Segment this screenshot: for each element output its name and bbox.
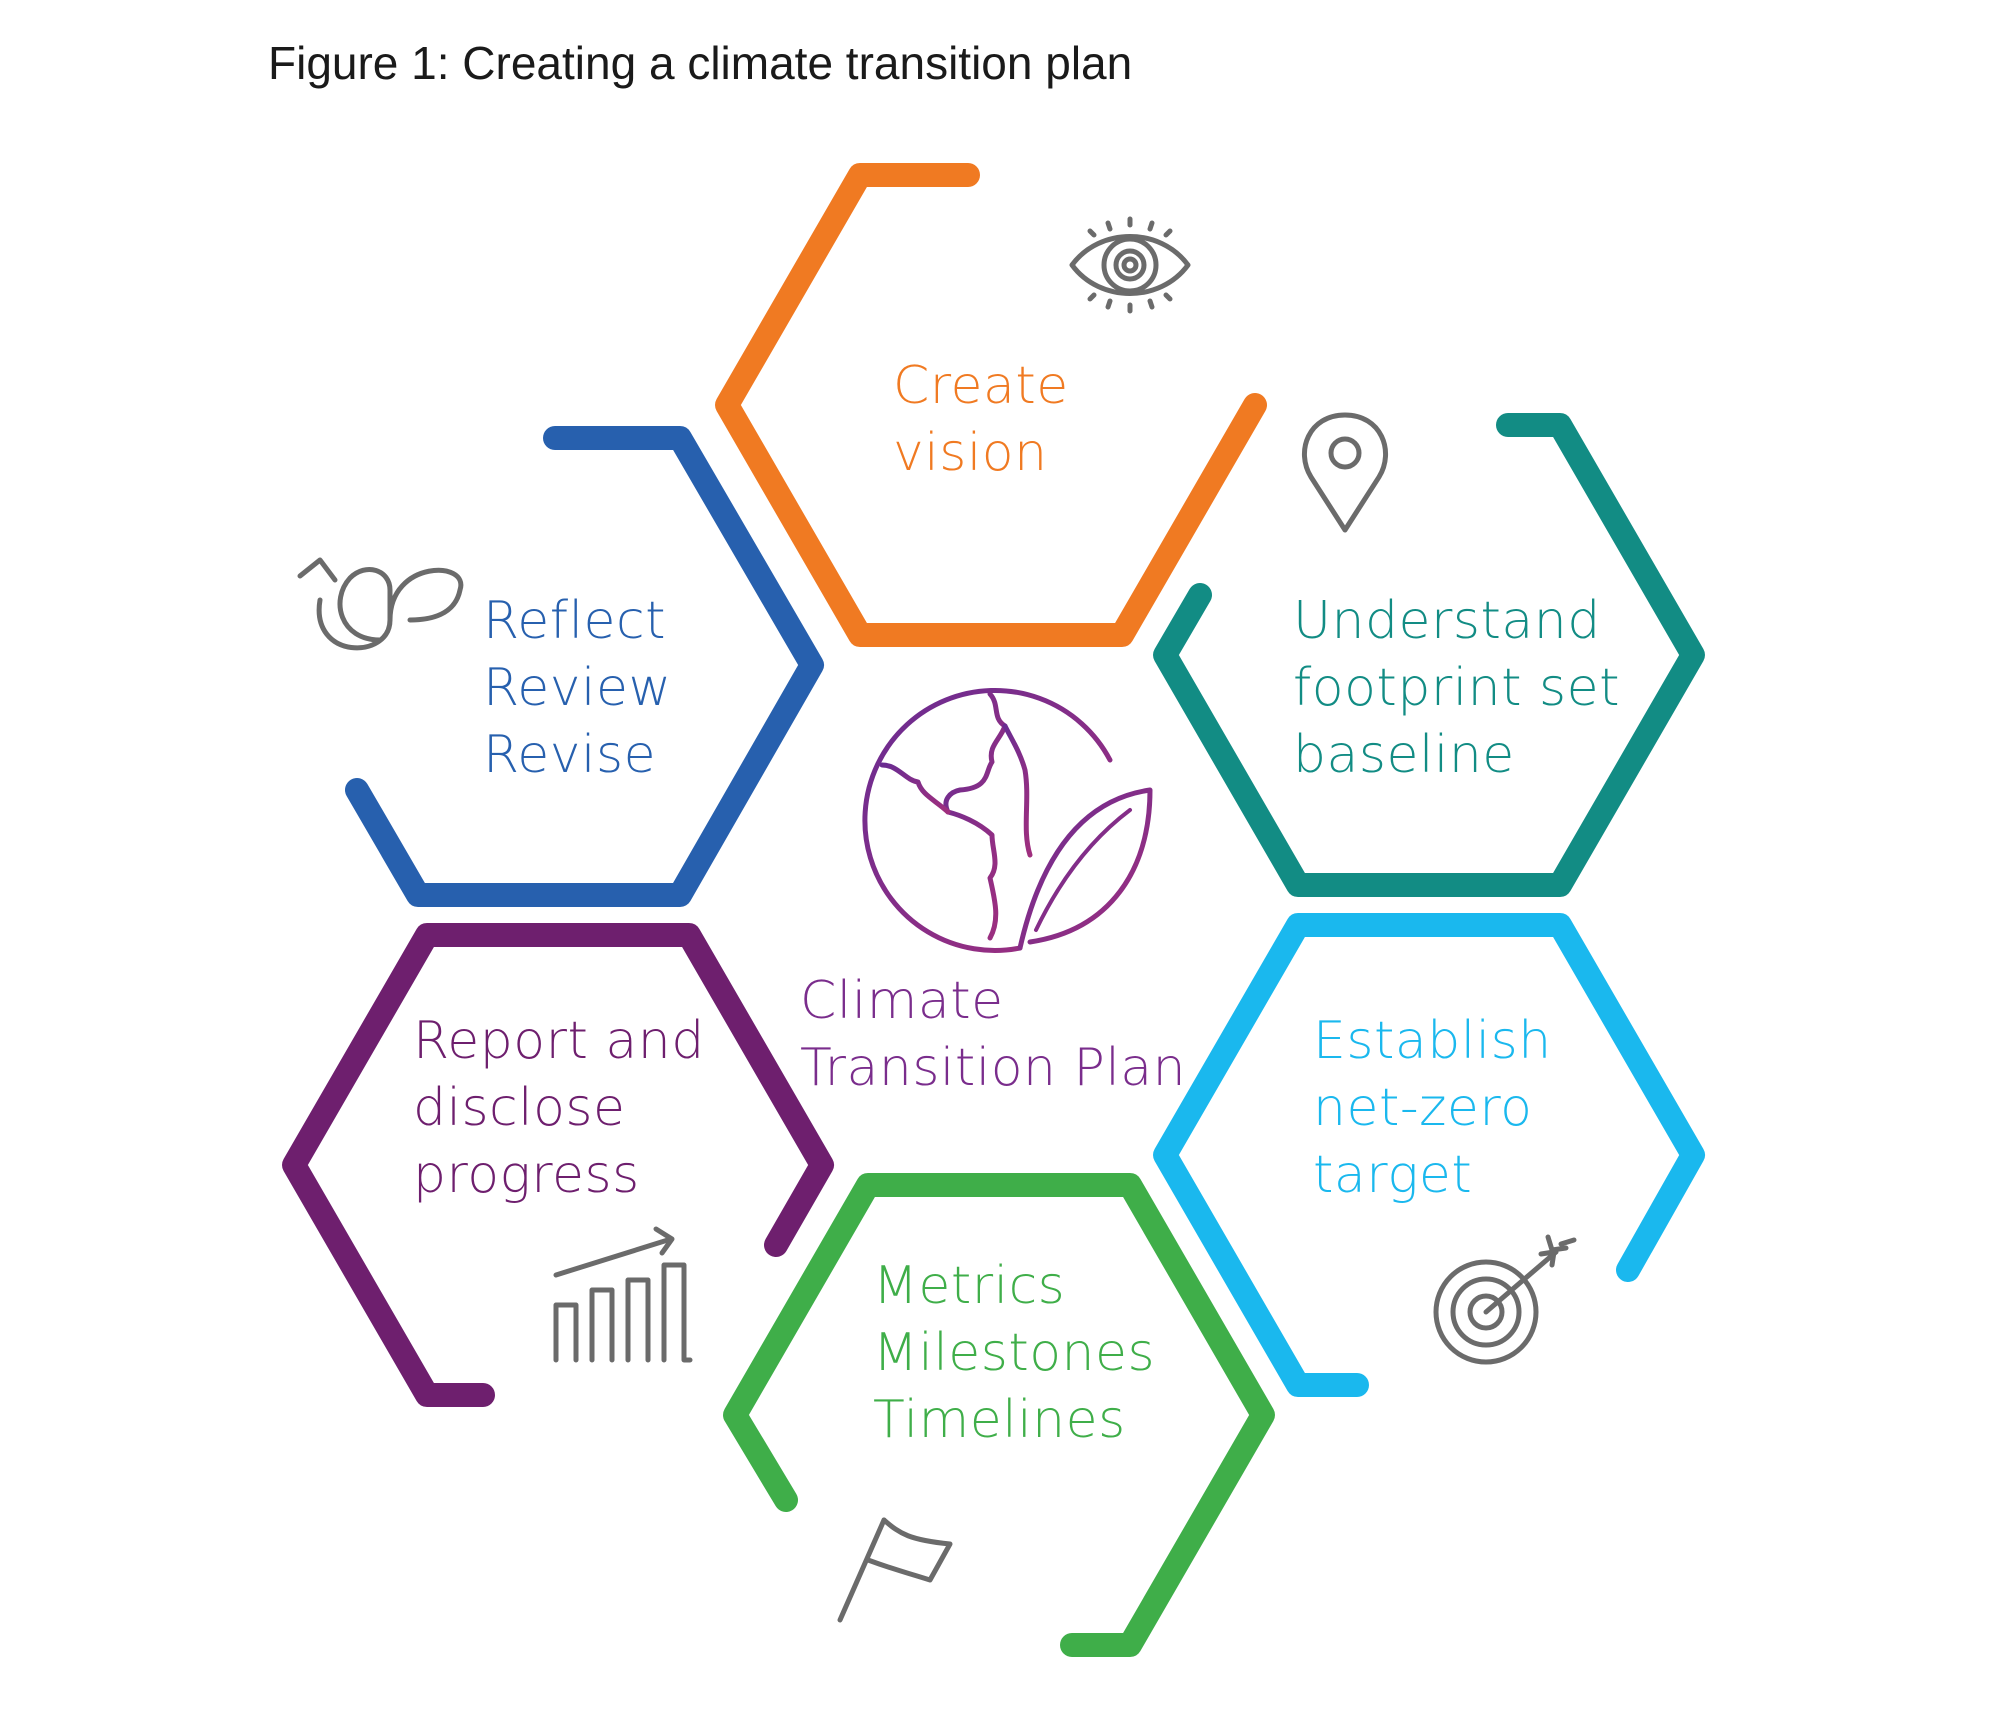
label-line: Establish [1313,1011,1552,1071]
figure-title: Figure 1: Creating a climate transition … [268,37,1133,89]
label-line: Review [483,658,672,718]
hexagon-understand-footprint [1153,413,1705,897]
hexagon-establish-net-zero [1153,913,1705,1397]
label-line: Report and [413,1011,705,1071]
label-line: footprint set [1293,658,1620,718]
hexagon-create-vision [715,163,1267,647]
label-establish-net-zero: Establish net-zero target [1313,1011,1552,1205]
label-line: Timelines [873,1390,1126,1450]
label-line: vision [893,423,1048,483]
label-line: Understand [1293,591,1601,651]
loop-arrow-icon [297,557,464,651]
target-icon [1433,1234,1577,1365]
label-report-disclose: Report and disclose progress [413,1011,705,1205]
eye-icon [1069,216,1191,314]
hexagon-reflect-review [345,426,824,907]
label-line: net-zero [1313,1078,1532,1138]
hexagon-metrics-milestones [723,1173,1275,1657]
label-line: Milestones [873,1323,1155,1383]
center-title-line: Transition Plan [800,1038,1186,1098]
label-line: disclose [413,1078,625,1138]
label-line: baseline [1293,725,1515,785]
label-line: Create [893,356,1069,416]
label-line: Revise [483,725,656,785]
center-title-line: Climate [800,971,1004,1031]
label-line: Reflect [483,591,666,651]
label-line: progress [413,1145,640,1205]
hexagon-report-disclose [282,923,834,1407]
label-line: target [1313,1145,1472,1205]
label-line: Metrics [873,1256,1065,1316]
globe-leaf-icon [862,687,1153,953]
label-understand-footprint: Understand footprint set baseline [1293,591,1620,785]
flag-icon [837,1517,953,1623]
location-pin-icon [1301,412,1389,533]
bar-chart-icon [553,1226,693,1363]
label-create-vision: Create vision [893,356,1069,483]
